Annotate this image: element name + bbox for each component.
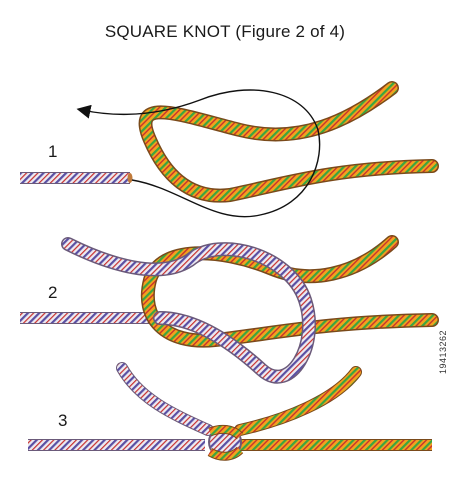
- step-3-illustration: [28, 362, 432, 461]
- tied-knot: [207, 424, 244, 461]
- step-2-illustration: [20, 235, 439, 384]
- step-number-1: 1: [48, 142, 58, 161]
- threading-path-line: [76, 89, 321, 218]
- step-number-3: 3: [58, 411, 68, 430]
- rope-end-cap: [127, 173, 133, 183]
- stock-id: 19413262: [438, 330, 448, 375]
- page-title: SQUARE KNOT (Figure 2 of 4): [104, 22, 346, 41]
- step-number-2: 2: [48, 283, 58, 302]
- step-1-illustration: [20, 81, 439, 218]
